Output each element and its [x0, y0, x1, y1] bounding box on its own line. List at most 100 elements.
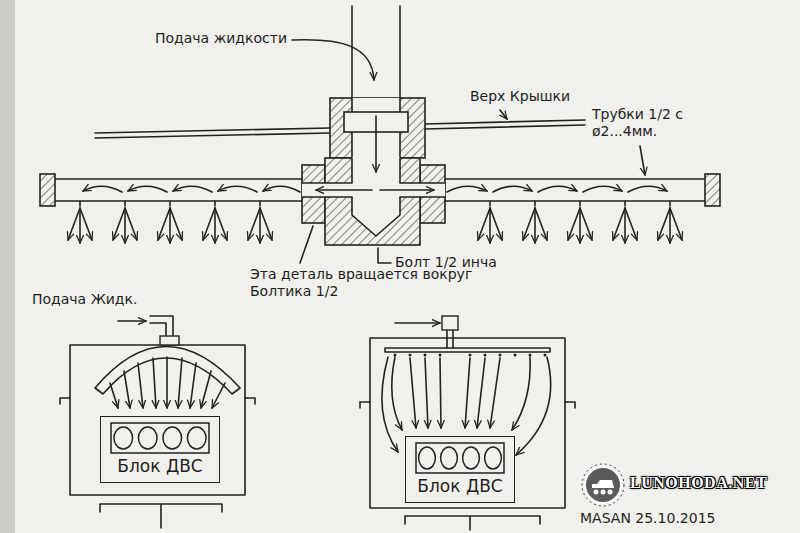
- cylinder-bore: [138, 427, 157, 449]
- flow-arrow: [538, 186, 577, 192]
- spray-arrow: [138, 363, 143, 408]
- spray-arrow: [478, 208, 490, 240]
- node-text-row: Блок ДВС: [414, 476, 506, 496]
- cylinder-bore: [114, 427, 133, 449]
- leader-line: [500, 110, 507, 119]
- feed-arrow: [118, 320, 146, 322]
- spray-arrow: [79, 208, 81, 243]
- spray-arrow: [516, 357, 551, 455]
- bolt-section: [325, 158, 420, 245]
- tube-cap: [705, 174, 720, 206]
- spray-arrow: [124, 371, 130, 408]
- annotation-label: Подача жидкости: [155, 30, 305, 47]
- flow-arrow: [583, 186, 622, 192]
- spray-arrow: [425, 358, 428, 428]
- flow-arrow: [83, 186, 122, 192]
- flow-arrow: [316, 189, 372, 191]
- spray-arrow: [169, 208, 171, 243]
- watermark-logo: [601, 490, 606, 495]
- annotation-label: Эта деталь вращается вокруг Болтика 1/2: [250, 266, 485, 300]
- spray-arrow: [613, 208, 625, 240]
- leader-line: [640, 146, 645, 175]
- housing-outline: [370, 338, 565, 508]
- lid-line: [425, 120, 585, 129]
- spray-hole: [394, 354, 547, 357]
- flow-arrow: [380, 189, 434, 191]
- spray-tube: [55, 179, 302, 201]
- spray-arrow: [382, 357, 398, 452]
- watermark-logo: [585, 467, 621, 503]
- side-channel-wall: [302, 183, 445, 197]
- pipe-fitting: [442, 316, 458, 330]
- spray-arrow: [465, 358, 470, 428]
- spray-arrow: [477, 358, 485, 428]
- spray-arrow: [214, 208, 216, 243]
- annotation-label: MASAN 25.10.2015: [580, 510, 750, 527]
- spray-arrow: [260, 208, 272, 240]
- annotation-label: Подача Жидк.: [32, 291, 152, 308]
- spray-arrow: [490, 208, 502, 240]
- cylinder-bore: [441, 447, 458, 469]
- spray-arrow: [80, 208, 92, 240]
- spray-arrow: [523, 208, 535, 240]
- cylinder-bore: [485, 447, 502, 469]
- housing-outline: [70, 345, 245, 495]
- flow-arrow: [173, 186, 212, 192]
- spray-arrow: [658, 208, 670, 240]
- watermark: LUNOHODA.NET: [630, 474, 790, 491]
- mount-bracket: [405, 516, 540, 530]
- flow-arrow: [493, 186, 532, 192]
- cylinder-head-outline: [416, 443, 504, 473]
- straight-manifold: [385, 348, 550, 352]
- spray-arrow: [201, 371, 211, 408]
- spray-arrow: [535, 208, 547, 240]
- spray-arrow: [624, 208, 626, 243]
- spray-arrow: [190, 363, 196, 408]
- spray-arrow: [166, 357, 168, 408]
- feed-arrow: [395, 322, 440, 324]
- flow-arrow: [292, 40, 374, 80]
- spray-arrow: [203, 208, 215, 240]
- watermark-logo: [592, 480, 614, 488]
- spray-arrow: [410, 358, 416, 428]
- watermark-logo: [608, 490, 613, 495]
- spray-arrow: [392, 357, 402, 430]
- housing-tab: [60, 398, 255, 404]
- cylinder-bore: [187, 427, 206, 449]
- spray-arrow: [178, 358, 182, 408]
- leader-line: [378, 248, 391, 263]
- spray-arrow: [670, 208, 682, 240]
- spray-arrow: [580, 208, 592, 240]
- spray-arrow: [124, 208, 126, 243]
- feed-pipe: [447, 330, 453, 348]
- flow-arrow: [263, 186, 300, 192]
- spray-arrow: [125, 208, 137, 240]
- annotation-label: Верх Крышки: [470, 88, 580, 105]
- spray-arrow: [170, 208, 182, 240]
- tube-cap: [40, 174, 55, 206]
- spray-arrow: [259, 208, 261, 243]
- spray-arrow: [490, 358, 500, 428]
- spray-arrow: [534, 208, 536, 243]
- lid-line: [95, 128, 330, 138]
- annotation-label: Трубки 1/2 с ø2...4мм.: [592, 106, 710, 140]
- mount-bracket: [100, 504, 222, 528]
- spray-arrow: [215, 208, 227, 240]
- node-text: Блок ДВС: [117, 456, 202, 476]
- spray-arrow: [568, 208, 580, 240]
- cylinder-row: [415, 442, 505, 474]
- spray-arrow: [625, 208, 637, 240]
- cylinder-bore: [163, 427, 182, 449]
- spray-arrow: [489, 208, 491, 243]
- paper-sheet: [15, 0, 800, 533]
- flow-arrow: [375, 116, 377, 172]
- spray-arrow: [68, 208, 80, 240]
- spray-arrow: [110, 383, 118, 408]
- spray-arrow: [113, 208, 125, 240]
- watermark-logo: [594, 490, 599, 495]
- spray-arrow: [212, 383, 225, 408]
- pipe-fitting: [160, 336, 179, 345]
- watermark-logo: [582, 464, 624, 506]
- cylinder-head-outline: [111, 423, 209, 453]
